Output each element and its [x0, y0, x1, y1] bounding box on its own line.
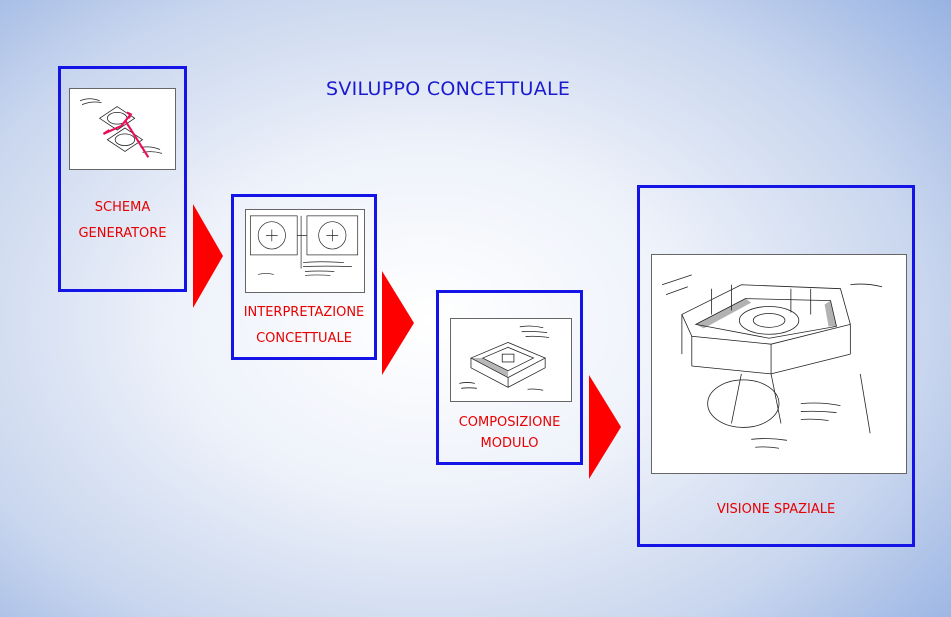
right-arrow-icon: [193, 204, 223, 308]
sketch-image: [69, 88, 176, 170]
step-card-interpretazione-concettuale: INTERPRETAZIONE CONCETTUALE: [231, 194, 377, 360]
right-arrow-icon: [382, 271, 414, 375]
sketch-image: [651, 254, 907, 474]
step-card-visione-spaziale: VISIONE SPAZIALE: [637, 185, 915, 547]
step-card-composizione-modulo: COMPOSIZIONE MODULO: [436, 290, 583, 465]
step-label-line1: INTERPRETAZIONE: [243, 305, 365, 320]
right-arrow-icon: [589, 375, 621, 479]
sketch-image: [450, 318, 572, 402]
diagram-title: SVILUPPO CONCETTUALE: [326, 78, 571, 100]
step-label-line2: MODULO: [480, 436, 539, 451]
step-label-line2: GENERATORE: [78, 226, 167, 241]
step-label-line1: SCHEMA: [94, 200, 151, 215]
sketch-image: [245, 209, 365, 293]
step-card-schema-generatore: SCHEMA GENERATORE: [58, 66, 187, 292]
step-label-line2: CONCETTUALE: [256, 331, 352, 346]
step-label-line1: COMPOSIZIONE: [458, 415, 561, 430]
step-label-line1: VISIONE SPAZIALE: [716, 502, 836, 517]
